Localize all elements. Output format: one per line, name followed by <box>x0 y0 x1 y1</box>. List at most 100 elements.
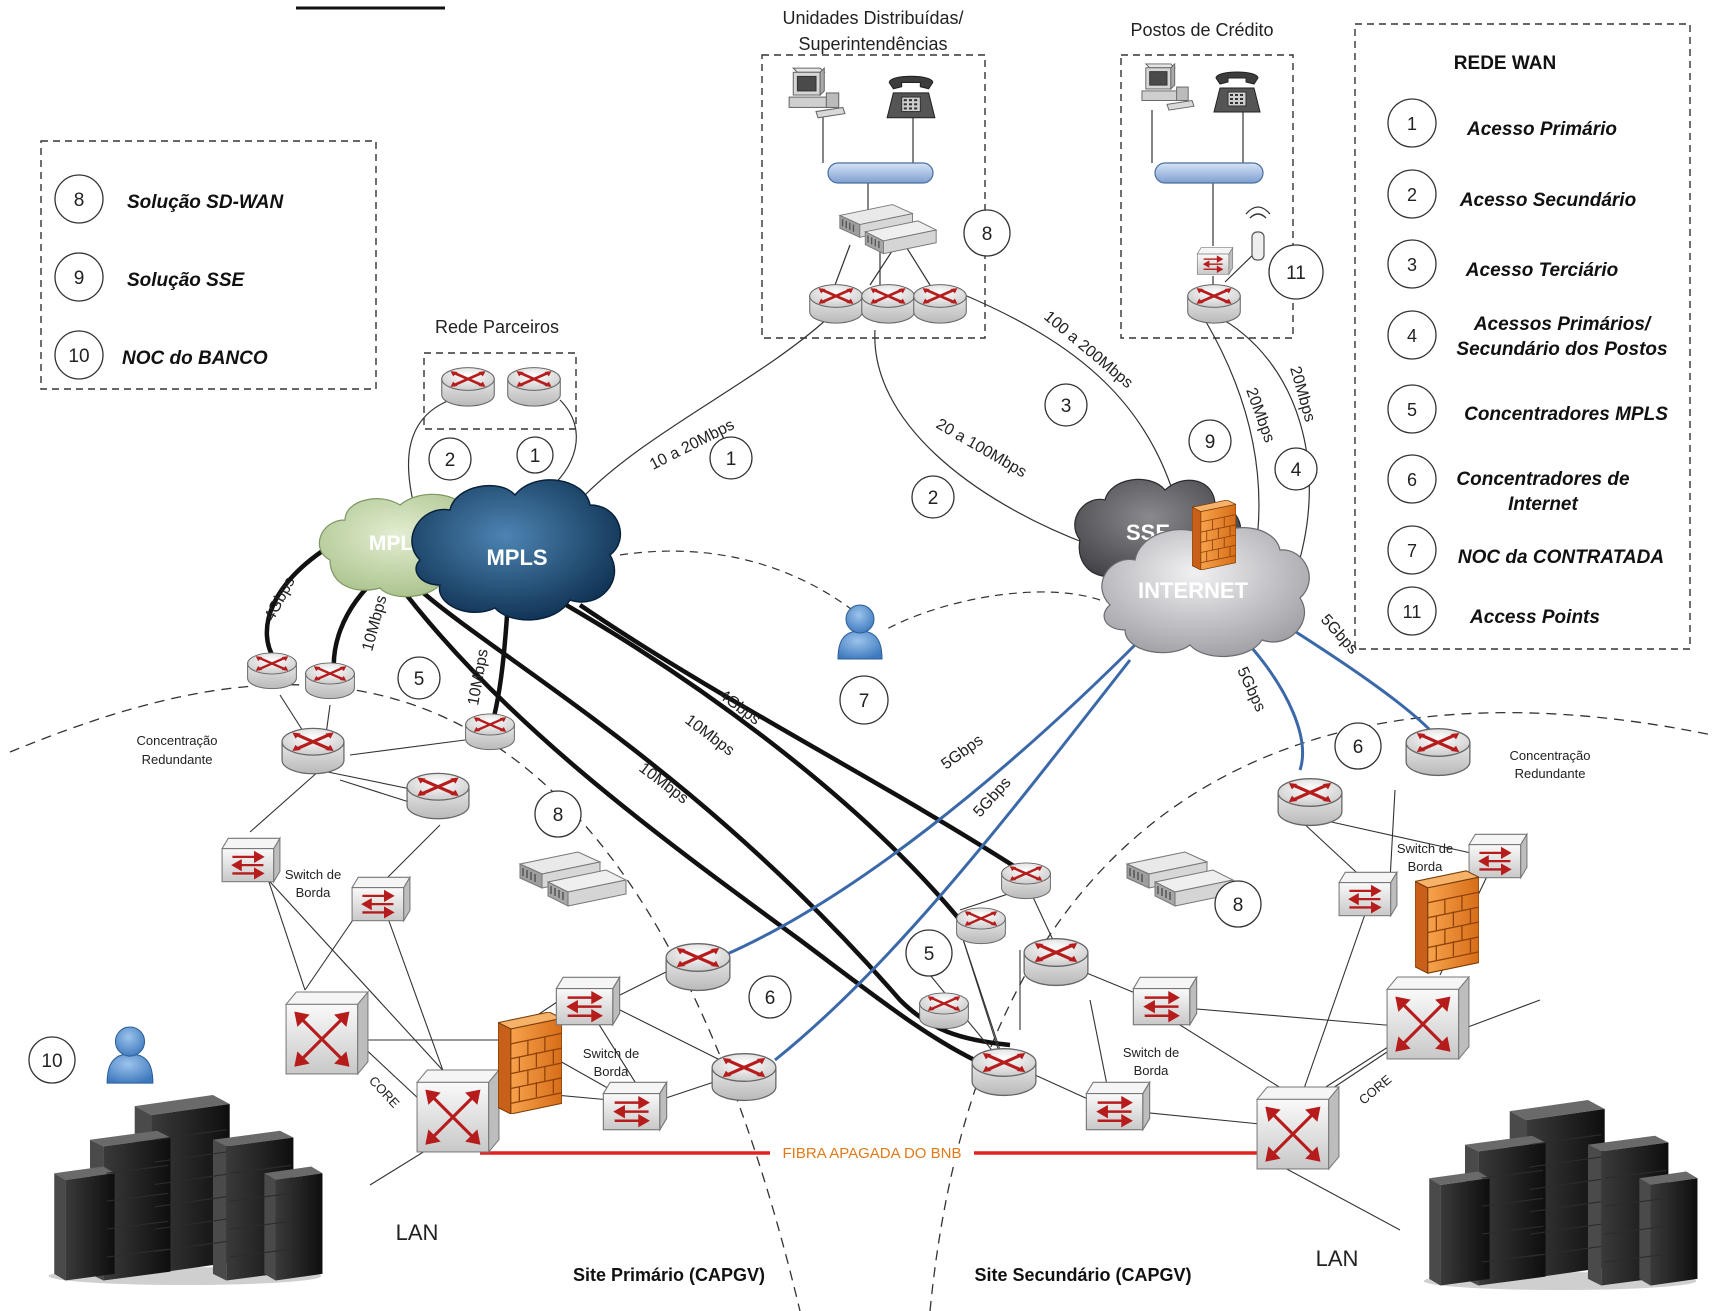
site-small-labels: Concentração Redundante Concentração Red… <box>137 733 1591 1111</box>
bandwidth-label: 20Mbps <box>1242 386 1277 445</box>
edge-switch-icon <box>1132 975 1198 1027</box>
noc-banco-person-icon <box>106 1026 154 1084</box>
core-switch-icon <box>415 1068 501 1154</box>
rede-parceiros-label: Rede Parceiros <box>435 317 559 337</box>
switch-borda-label: Switch de <box>583 1046 639 1061</box>
router-icon <box>664 942 732 992</box>
desktop-pc-icon <box>1141 63 1195 111</box>
noc-dashed-links <box>619 550 1101 631</box>
legend-number: 5 <box>1407 400 1417 420</box>
router-icon <box>1276 777 1344 827</box>
legend-number: 1 <box>1407 114 1417 134</box>
firewall-icon <box>1415 870 1479 974</box>
router-icon <box>970 1047 1038 1097</box>
edge-switch-icon <box>1337 871 1399 917</box>
postos-box <box>1120 54 1294 339</box>
bandwidth-label: 10Mbps <box>682 712 738 760</box>
wan-legend: REDE WAN 1 Acesso Primário 2 Acesso Secu… <box>1387 53 1668 636</box>
legend-number: 8 <box>74 190 85 211</box>
legend-number: 3 <box>1407 255 1417 275</box>
legend-text: Secundário dos Postos <box>1456 339 1667 360</box>
concentracao-label: Concentração <box>137 733 218 748</box>
telephone-icon <box>1213 71 1261 113</box>
switch-borda-label: Switch de <box>285 867 341 882</box>
router-icon <box>918 991 970 1030</box>
edge-switch-icon <box>1085 1080 1151 1132</box>
wan-legend-title: REDE WAN <box>1454 53 1556 74</box>
badge-circles <box>28 209 1382 1084</box>
bandwidth-label: 10Mbps <box>636 760 692 808</box>
badge-number: 2 <box>445 450 456 471</box>
badge-number: 2 <box>928 488 939 509</box>
parceiros-box <box>423 352 577 430</box>
left-legend-box <box>40 140 377 390</box>
router-icon <box>808 283 864 324</box>
router-icon <box>912 283 968 324</box>
badge-number: 1 <box>530 446 541 467</box>
legend-text: Acesso Secundário <box>1459 190 1636 211</box>
legend-number: 2 <box>1407 185 1417 205</box>
badge-number: 9 <box>1205 432 1216 453</box>
noc-contratada-person-icon <box>837 604 883 660</box>
internet-blue-links <box>724 623 1432 1062</box>
legend-number: 4 <box>1407 326 1417 346</box>
router-icon <box>440 366 496 407</box>
legend-text: Acessos Primários/ <box>1473 314 1652 335</box>
edge-switch-icon <box>602 1080 668 1132</box>
switch-borda-label: Borda <box>1134 1063 1169 1078</box>
mpls-blue-cloud-label: MPLS <box>486 545 547 570</box>
bandwidth-label: 20 a 100Mbps <box>933 416 1029 481</box>
unidades-box <box>761 54 986 339</box>
internet-cloud-label: INTERNET <box>1138 578 1249 603</box>
core-switch-icon <box>1255 1085 1341 1171</box>
lan-left-label: LAN <box>396 1220 439 1245</box>
legend-text: Acesso Terciário <box>1465 260 1618 281</box>
legend-text: Solução SD-WAN <box>127 192 285 213</box>
redundante-label: Redundante <box>1515 766 1586 781</box>
edge-switch-icon <box>555 975 621 1027</box>
badge-number: 5 <box>414 669 425 690</box>
switch-borda-label: Borda <box>594 1064 629 1079</box>
legend-text: Concentradores de <box>1456 469 1630 490</box>
badge-number: 1 <box>726 449 737 470</box>
legend-text: Access Points <box>1469 607 1600 628</box>
core-label: CORE <box>1356 1072 1395 1108</box>
legend-text: Internet <box>1508 494 1578 515</box>
badge-number: 8 <box>1233 895 1244 916</box>
desktop-pc-icon <box>788 67 846 119</box>
legend-text: Solução SSE <box>127 270 246 291</box>
core-switch-icon <box>284 990 370 1076</box>
badge-number: 8 <box>553 805 564 826</box>
router-icon <box>506 366 562 407</box>
router-icon <box>1186 283 1242 324</box>
core-switch-icon <box>1385 975 1471 1061</box>
bandwidth-label: 10Mbps <box>359 594 390 653</box>
badge-number: 7 <box>859 691 870 712</box>
legend-text: Acesso Primário <box>1466 119 1617 140</box>
site-secundario-label: Site Secundário (CAPGV) <box>974 1265 1191 1285</box>
lan-right-label: LAN <box>1316 1246 1359 1271</box>
bandwidth-label: 20Mbps <box>1286 364 1318 423</box>
legend-text: NOC do BANCO <box>122 348 268 369</box>
lan-bus-icon <box>1154 162 1264 184</box>
internet-cloud: INTERNET <box>1101 527 1310 657</box>
badge-number: 6 <box>765 988 776 1009</box>
left-legend-item: 8 Solução SD-WAN <box>54 174 285 224</box>
redundante-label: Redundante <box>142 752 213 767</box>
sse-firewall-icon <box>1192 500 1236 570</box>
sdwan-appliance-icon <box>519 851 627 907</box>
legend-number: 11 <box>1403 602 1422 622</box>
lan-bus-icon <box>827 162 934 184</box>
router-icon <box>405 771 471 820</box>
legend-number: 6 <box>1407 470 1417 490</box>
bandwidth-label: 10Mbps <box>465 648 492 707</box>
router-icon <box>1022 937 1090 987</box>
legend-text: NOC da CONTRATADA <box>1458 547 1664 568</box>
router-icon <box>1000 861 1052 900</box>
unidades-label-line2: Superintendências <box>798 34 947 54</box>
datacenter-servers-icon <box>1423 1100 1699 1290</box>
router-icon <box>1404 727 1472 777</box>
legend-number: 10 <box>68 346 89 367</box>
